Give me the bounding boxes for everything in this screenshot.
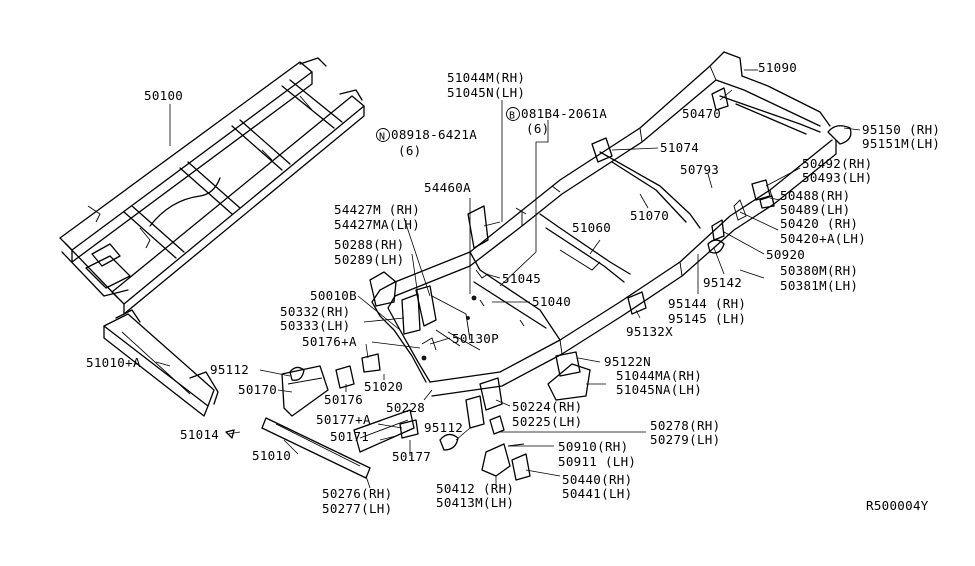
label-51020: 51020 [364, 379, 403, 394]
label-51044ma: 51044MA(RH) [616, 368, 702, 383]
label-50488: 50488(RH) [780, 188, 850, 203]
label-50276: 50276(RH) [322, 486, 392, 501]
leader-lines [155, 69, 861, 489]
frame-overview-drawing [59, 57, 365, 315]
label-50130p: 50130P [452, 331, 499, 346]
label-51044m: 51044M(RH) [447, 70, 525, 85]
label-51040: 51040 [532, 294, 571, 309]
label-50440: 50440(RH) [562, 472, 632, 487]
n-symbol-circle [376, 128, 390, 142]
b-symbol: B [509, 111, 515, 122]
label-081b4: 081B4-2061A [521, 106, 607, 121]
label-51045: 51045 [502, 271, 541, 286]
b-symbol-circle [506, 107, 520, 121]
label-95150: 95150 (RH) [862, 122, 940, 137]
label-50332: 50332(RH) [280, 304, 350, 319]
label-50170: 50170 [238, 382, 277, 397]
label-51010a: 51010+A [86, 355, 141, 370]
label-50489: 50489(LH) [780, 202, 850, 217]
label-50911: 50911 (LH) [558, 454, 636, 469]
label-50441: 50441(LH) [562, 486, 632, 501]
label-50413m: 50413M(LH) [436, 495, 514, 510]
label-50333: 50333(LH) [280, 318, 350, 333]
label-51060: 51060 [572, 220, 611, 235]
label-95144: 95144 (RH) [668, 296, 746, 311]
label-51010: 51010 [252, 448, 291, 463]
label-08918-qty: (6) [398, 143, 421, 158]
label-51074: 51074 [660, 140, 699, 155]
label-95151m: 95151M(LH) [862, 136, 940, 151]
label-50176: 50176 [324, 392, 363, 407]
label-50176a: 50176+A [302, 334, 357, 349]
main-frame-drawing [369, 51, 852, 481]
label-51045na: 51045NA(LH) [616, 382, 702, 397]
label-50177a: 50177+A [316, 412, 371, 427]
label-50225: 50225(LH) [512, 414, 582, 429]
label-50228: 50228 [386, 400, 425, 415]
label-51045n: 51045N(LH) [447, 85, 525, 100]
label-081b4-qty: (6) [526, 121, 549, 136]
part-labels: 50100 51090 51044M(RH) 51045N(LH) 081B4-… [86, 60, 940, 516]
label-54427ma: 54427MA(LH) [334, 217, 420, 232]
label-50910: 50910(RH) [558, 439, 628, 454]
label-50420: 50420 (RH) [780, 216, 858, 231]
label-54427m: 54427M (RH) [334, 202, 420, 217]
label-50010b: 50010B [310, 288, 357, 303]
label-95112-lower: 95112 [424, 420, 463, 435]
label-50493: 50493(LH) [802, 170, 872, 185]
label-50288: 50288(RH) [334, 237, 404, 252]
label-50380m: 50380M(RH) [780, 263, 858, 278]
diagram-id: R500004Y [866, 498, 929, 513]
label-50171: 50171 [330, 429, 369, 444]
label-95145: 95145 (LH) [668, 311, 746, 326]
label-95132x: 95132X [626, 324, 673, 339]
label-51070: 51070 [630, 208, 669, 223]
label-50289: 50289(LH) [334, 252, 404, 267]
label-50177: 50177 [392, 449, 431, 464]
label-50420a: 50420+A(LH) [780, 231, 866, 246]
label-50277: 50277(LH) [322, 501, 392, 516]
label-50278: 50278(RH) [650, 418, 720, 433]
label-50100: 50100 [144, 88, 183, 103]
label-95142: 95142 [703, 275, 742, 290]
label-50470: 50470 [682, 106, 721, 121]
label-51090: 51090 [758, 60, 797, 75]
label-08918: 08918-6421A [391, 127, 477, 142]
front-crossmember-drawing [103, 309, 419, 479]
label-50492: 50492(RH) [802, 156, 872, 171]
label-50224: 50224(RH) [512, 399, 582, 414]
label-54460a: 54460A [424, 180, 471, 195]
label-50920: 50920 [766, 247, 805, 262]
label-51014: 51014 [180, 427, 219, 442]
label-50381m: 50381M(LH) [780, 278, 858, 293]
label-50412: 50412 (RH) [436, 481, 514, 496]
label-50279: 50279(LH) [650, 432, 720, 447]
label-50793: 50793 [680, 162, 719, 177]
label-95112-upper: 95112 [210, 362, 249, 377]
n-symbol: N [379, 132, 385, 143]
label-95122n: 95122N [604, 354, 651, 369]
